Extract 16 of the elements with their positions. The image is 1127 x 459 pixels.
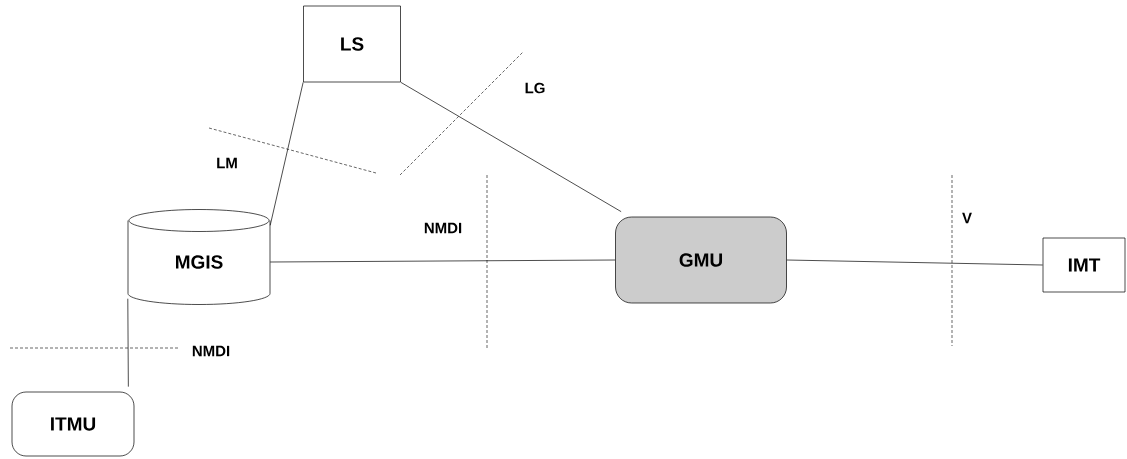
interface-label: NMDI	[192, 345, 230, 357]
process-box: GMU	[615, 216, 787, 304]
connector-line	[400, 82, 622, 212]
interface-label: V	[962, 212, 972, 224]
connector-line	[269, 82, 304, 226]
interface-label: NMDI	[424, 222, 462, 234]
database-cylinder: MGIS	[127, 209, 271, 305]
terminal-box: ITMU	[11, 391, 135, 457]
interface-label: LG	[525, 82, 545, 94]
process-box: IMT	[1042, 237, 1126, 293]
node-label: MGIS	[176, 255, 223, 269]
connector-line	[786, 259, 1043, 266]
connector-line	[269, 259, 616, 263]
interface-label: LM	[217, 157, 237, 169]
connector-line	[127, 298, 129, 387]
process-box: LS	[303, 5, 401, 83]
